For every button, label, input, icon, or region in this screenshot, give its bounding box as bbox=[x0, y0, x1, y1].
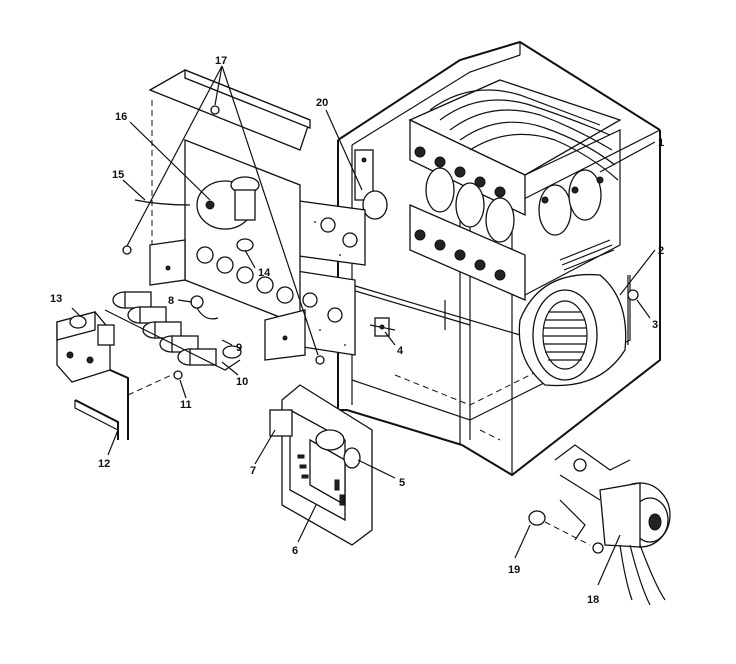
callout-18: 18 bbox=[587, 594, 599, 606]
limit-switch bbox=[354, 149, 388, 220]
burner-openings bbox=[196, 246, 294, 304]
burner-assembly bbox=[104, 291, 242, 371]
burner-tube bbox=[112, 291, 152, 309]
callout-16: 16 bbox=[115, 111, 127, 123]
callout-5: 5 bbox=[399, 477, 405, 489]
callout-12: 12 bbox=[98, 458, 110, 470]
burner-tube bbox=[127, 306, 167, 324]
grommet-19 bbox=[528, 510, 546, 526]
blower-motor bbox=[528, 444, 671, 606]
callout-10: 10 bbox=[236, 376, 248, 388]
callout-8: 8 bbox=[168, 295, 174, 307]
callout-3: 3 bbox=[652, 319, 658, 331]
callout-20: 20 bbox=[316, 97, 328, 109]
connector-line bbox=[127, 371, 179, 396]
igniter bbox=[190, 295, 219, 320]
callout-17: 17 bbox=[215, 55, 227, 67]
board-components bbox=[297, 454, 345, 506]
orifice-11 bbox=[173, 370, 183, 380]
burner-tube bbox=[177, 348, 217, 366]
burner-tube bbox=[142, 321, 182, 339]
callout-14: 14 bbox=[258, 267, 271, 279]
leader-lines bbox=[71, 65, 656, 586]
callout-15: 15 bbox=[112, 169, 124, 181]
transformer bbox=[269, 409, 293, 437]
callout-9: 9 bbox=[236, 342, 242, 354]
panel-holes bbox=[302, 217, 358, 323]
blower-wheel bbox=[518, 273, 627, 387]
bracket-3 bbox=[627, 289, 639, 301]
callout-11: 11 bbox=[180, 399, 192, 411]
blower-vanes bbox=[543, 311, 587, 361]
exchanger-port-row bbox=[414, 146, 506, 198]
callout-13: 13 bbox=[50, 293, 62, 305]
gas-valve bbox=[56, 311, 129, 440]
callout-19: 19 bbox=[508, 564, 520, 576]
callout-7: 7 bbox=[250, 465, 256, 477]
control-board bbox=[269, 384, 373, 546]
callout-labels: 1 2 3 4 5 6 7 8 9 10 11 12 13 14 15 16 1… bbox=[50, 55, 664, 606]
pressure-tube bbox=[134, 199, 191, 206]
rollout-switch bbox=[369, 317, 396, 337]
callout-2: 2 bbox=[658, 245, 664, 257]
heat-exchanger bbox=[408, 79, 622, 301]
callout-6: 6 bbox=[292, 545, 298, 557]
grille bbox=[559, 239, 615, 271]
callout-1: 1 bbox=[658, 137, 664, 149]
screw-17 bbox=[122, 105, 325, 365]
inducer-motor bbox=[196, 176, 260, 252]
callout-4: 4 bbox=[397, 345, 404, 357]
lower-port-row bbox=[414, 229, 506, 281]
